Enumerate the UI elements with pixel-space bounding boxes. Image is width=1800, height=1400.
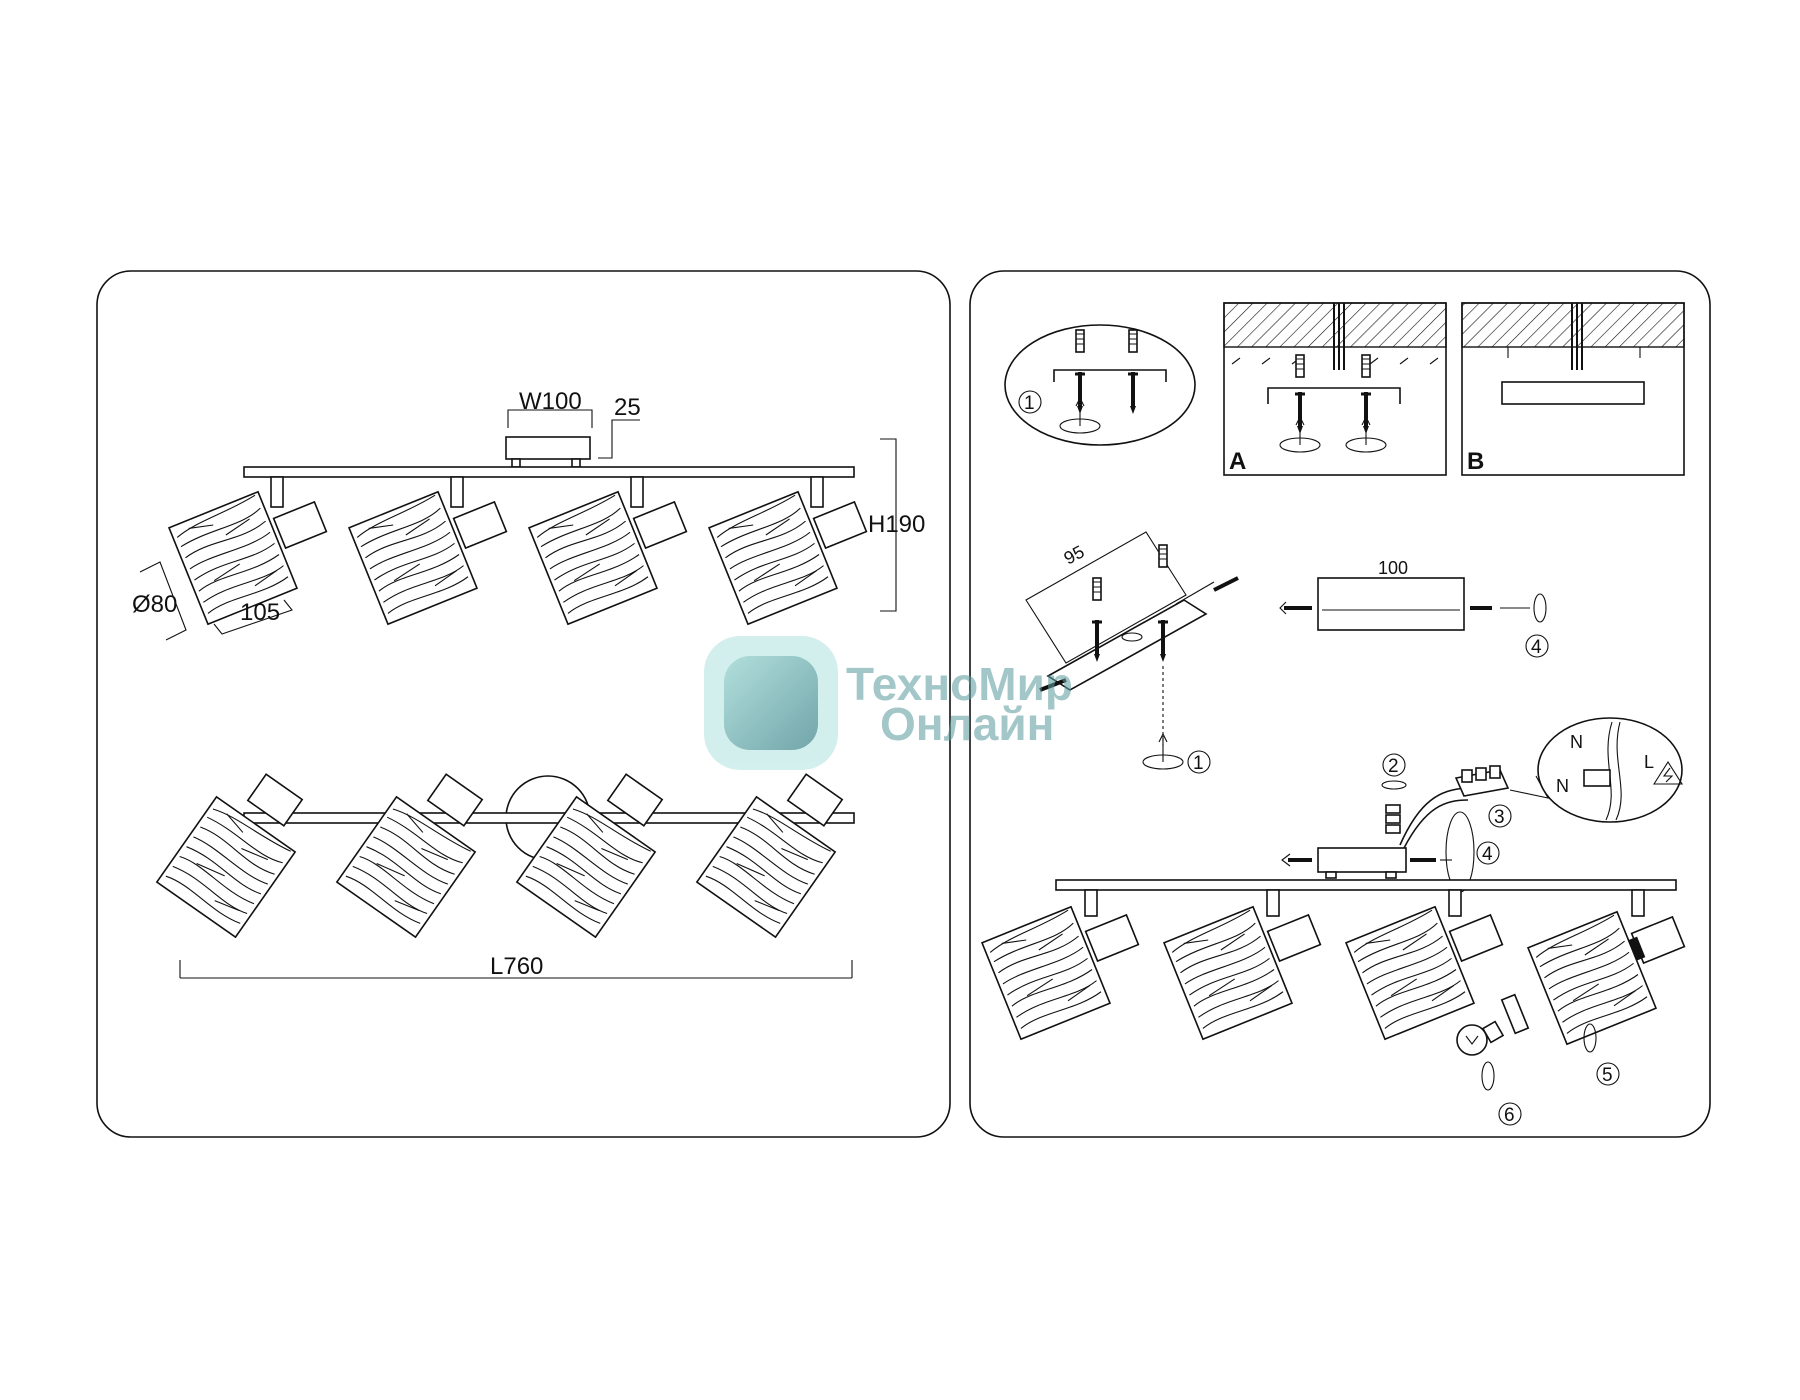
option-b: B xyxy=(1461,302,1685,476)
step-1-label: 1 xyxy=(1024,393,1035,414)
installation-panel xyxy=(969,270,1711,1138)
base-step: 4 xyxy=(1281,811,1500,893)
mounting-plate-step: 95 1 xyxy=(1025,531,1239,774)
wiring-step: 2 3 N L N xyxy=(1381,717,1684,849)
spot-4 xyxy=(708,476,868,625)
step-5-label: 5 xyxy=(1602,1065,1613,1086)
plate-width-label: 100 xyxy=(1378,558,1408,578)
step-3-label: 3 xyxy=(1494,807,1505,828)
mounting-base xyxy=(505,436,591,460)
step-4-label: 4 xyxy=(1531,637,1542,658)
dimensions-panel xyxy=(96,270,951,1138)
wire-n-bottom: N xyxy=(1556,776,1569,796)
step-6-label: 6 xyxy=(1504,1105,1515,1126)
height-label: H190 xyxy=(868,511,925,538)
top-view: L760 xyxy=(156,773,855,980)
wire-l: L xyxy=(1644,752,1654,772)
spot-3 xyxy=(528,476,688,625)
width-label: W100 xyxy=(519,388,582,415)
option-a: A xyxy=(1223,302,1447,476)
plate-offset-label: 95 xyxy=(1060,541,1087,568)
option-b-label: B xyxy=(1467,448,1484,475)
watermark-line-1: ТехноМир xyxy=(846,658,1073,710)
front-view: W100 25 H190 Ø80 xyxy=(132,388,925,641)
spot-2 xyxy=(348,476,508,625)
watermark: ТехноМир Онлайн xyxy=(704,636,1073,770)
cover-plate-step: 100 4 xyxy=(1279,558,1549,658)
watermark-line-2: Онлайн xyxy=(880,698,1054,750)
shade-length-label: 105 xyxy=(240,599,280,626)
wire-n-top: N xyxy=(1570,732,1583,752)
spot-1 xyxy=(168,476,328,625)
bar xyxy=(243,466,855,478)
length-label: L760 xyxy=(490,953,543,980)
depth-label: 25 xyxy=(614,394,641,421)
step-4b-label: 4 xyxy=(1482,844,1493,865)
step-1b-label: 1 xyxy=(1193,753,1204,774)
option-a-label: A xyxy=(1229,448,1246,475)
step-2-label: 2 xyxy=(1388,756,1399,777)
step-1-callout: 1 xyxy=(1004,324,1196,446)
diameter-label: Ø80 xyxy=(132,591,177,618)
assembled-fixture: 6 5 xyxy=(981,879,1686,1126)
